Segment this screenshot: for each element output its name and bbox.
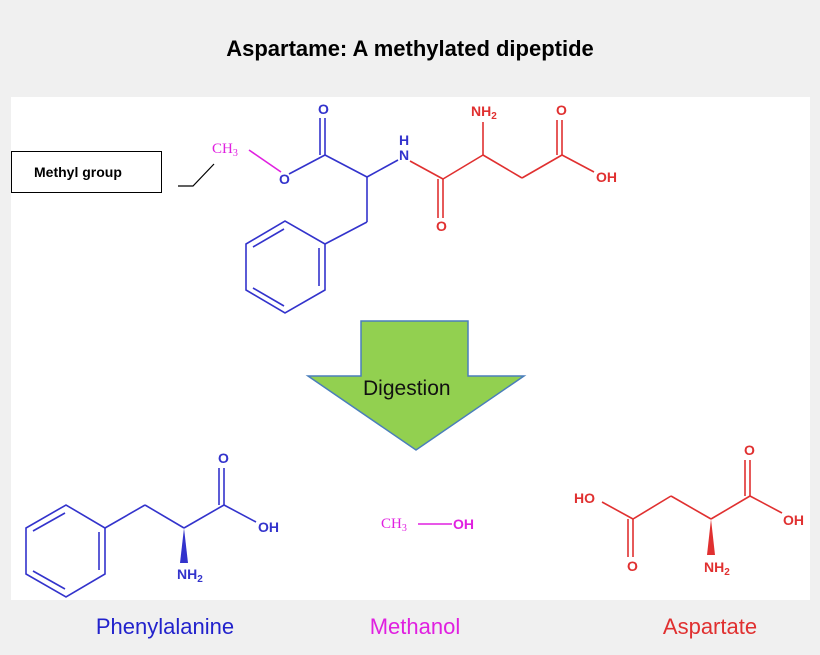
methyl-bond bbox=[248, 149, 282, 173]
caption-aspartate: Aspartate bbox=[662, 614, 758, 639]
asp-residue-bonds bbox=[409, 120, 595, 218]
atom-o-lower: O bbox=[627, 558, 638, 574]
wedge-bond bbox=[707, 519, 715, 555]
atom-ch3: CH3 bbox=[212, 141, 238, 159]
caption-phenylalanine: Phenylalanine bbox=[95, 614, 235, 639]
atom-oh: OH bbox=[453, 516, 474, 532]
methanol-molecule: CH3 OH bbox=[381, 516, 474, 534]
callout-label: Methyl group bbox=[34, 164, 122, 180]
wedge-bond bbox=[180, 528, 188, 563]
aspartame-labels: CH3 O O H N O NH2 O OH bbox=[212, 101, 617, 234]
aspartate-labels: HO O O OH NH2 bbox=[574, 442, 804, 578]
atom-amine-nh2: NH2 bbox=[471, 103, 497, 122]
aspartate-molecule bbox=[601, 460, 783, 557]
atom-amide-h: H bbox=[399, 132, 409, 148]
digestion-label: Digestion bbox=[363, 377, 451, 400]
atom-nh2: NH2 bbox=[177, 566, 203, 585]
atom-ch3: CH3 bbox=[381, 516, 407, 534]
phe-residue-bonds bbox=[245, 118, 399, 314]
atom-amide-o: O bbox=[436, 218, 447, 234]
atom-nh2: NH2 bbox=[704, 559, 730, 578]
caption-methanol: Methanol bbox=[369, 614, 461, 639]
atom-oh: OH bbox=[258, 519, 279, 535]
atom-oh: OH bbox=[783, 512, 804, 528]
digestion-arrow bbox=[305, 320, 527, 451]
methyl-group-callout: Methyl group bbox=[11, 151, 162, 193]
atom-ho: HO bbox=[574, 490, 595, 506]
atom-acid-o: O bbox=[556, 102, 567, 118]
page-title: Aspartame: A methylated dipeptide bbox=[226, 36, 594, 61]
atom-ester-o: O bbox=[279, 171, 290, 187]
atom-o: O bbox=[218, 450, 229, 466]
aspartame-molecule bbox=[245, 118, 595, 314]
callout-pointer bbox=[178, 163, 215, 187]
phenylalanine-labels: O OH NH2 bbox=[177, 450, 279, 585]
atom-carbonyl-o: O bbox=[318, 101, 329, 117]
atom-amide-n: N bbox=[399, 147, 409, 163]
atom-acid-oh: OH bbox=[596, 169, 617, 185]
atom-o-upper: O bbox=[744, 442, 755, 458]
phenylalanine-molecule bbox=[25, 468, 257, 598]
